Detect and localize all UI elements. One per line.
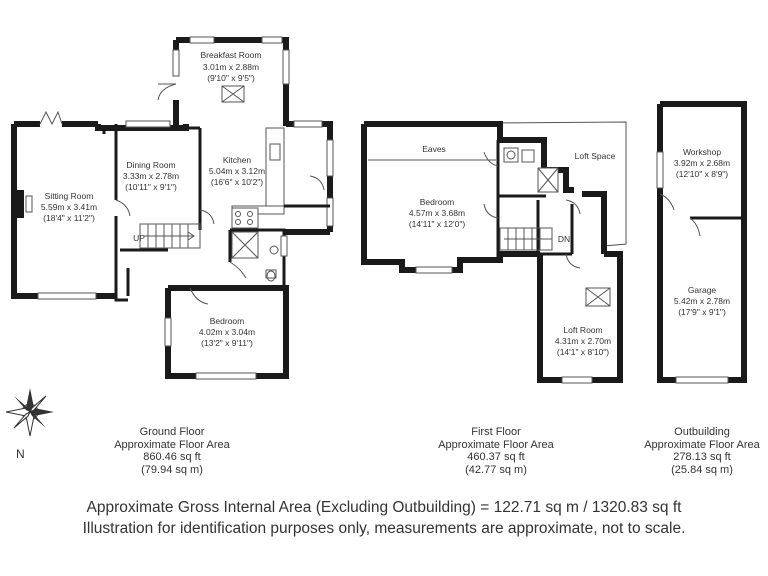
window [293, 120, 323, 128]
window [282, 49, 290, 85]
room-name-breakfast: Breakfast Room [201, 50, 262, 60]
room-imperial-first-bedroom: (14'11" x 12'0") [409, 219, 466, 229]
caption-subtitle: Approximate Floor Area [114, 438, 230, 451]
window [656, 151, 664, 189]
caption-sqm: (42.77 sq m) [465, 463, 527, 476]
window [415, 266, 453, 274]
fireplace [14, 190, 24, 218]
stair-label-up: UP [133, 233, 145, 243]
rooflight-icon [585, 287, 611, 307]
room-metric-sitting: 5.59m x 3.41m [41, 202, 97, 212]
window [195, 372, 257, 380]
door-swing [565, 253, 581, 269]
hob [231, 207, 259, 229]
room-name-eaves: Eaves [422, 144, 446, 154]
caption-title: Ground Floor [139, 426, 205, 438]
caption-subtitle: Approximate Floor Area [644, 438, 760, 451]
first-floor-plan [361, 121, 627, 384]
room-name-kitchen: Kitchen [223, 155, 252, 165]
caption-subtitle: Approximate Floor Area [438, 438, 554, 451]
room-name-loft-space: Loft Space [575, 151, 616, 161]
window [261, 36, 283, 44]
basin [269, 245, 279, 255]
outbuilding-plan [656, 101, 747, 384]
caption-title: Outbuilding [674, 426, 730, 438]
caption-sqm: (79.94 sq m) [141, 463, 203, 476]
window [172, 49, 180, 77]
window [280, 235, 288, 257]
window [326, 197, 334, 227]
window [125, 120, 171, 128]
room-metric-dining: 3.33m x 2.78m [123, 171, 179, 181]
room-metric-first-bedroom: 4.57m x 3.68m [409, 208, 465, 218]
door-swing [565, 199, 581, 215]
room-metric-ground-bedroom: 4.02m x 3.04m [199, 327, 255, 337]
window [164, 317, 172, 347]
room-imperial-workshop: (12'10" x 8'9") [676, 169, 728, 179]
room-name-first-bedroom: Bedroom [420, 197, 455, 207]
caption-sqft: 460.37 sq ft [467, 451, 525, 463]
door-swing [157, 83, 177, 101]
room-imperial-dining: (10'11" x 9'1") [125, 182, 177, 192]
first-floor-caption: First Floor Approximate Floor Area 460.3… [428, 426, 564, 476]
room-metric-breakfast: 3.01m x 2.88m [203, 62, 259, 72]
toilet [521, 149, 535, 163]
room-metric-kitchen: 5.04m x 3.12m [209, 166, 265, 176]
door-swing [689, 217, 701, 237]
room-metric-garage: 5.42m x 2.78m [674, 296, 730, 306]
room-imperial-garage: (17'9" x 9'1") [678, 307, 726, 317]
ground-floor-caption: Ground Floor Approximate Floor Area 860.… [104, 426, 240, 476]
window [675, 376, 729, 384]
basin [503, 147, 519, 163]
stair-label-dn: DN [558, 234, 570, 244]
room-name-ground-bedroom: Bedroom [210, 316, 245, 326]
room-imperial-breakfast: (9'10" x 9'5") [207, 73, 255, 83]
disclaimer-text: Illustration for identification purposes… [82, 520, 686, 537]
room-name-garage: Garage [688, 285, 717, 295]
staircase [139, 223, 201, 249]
door-swing [659, 193, 675, 211]
door-swing [189, 287, 209, 305]
room-name-loft-room: Loft Room [563, 325, 602, 335]
bifold-door [39, 110, 63, 126]
toilet [265, 269, 277, 279]
room-imperial-loft-room: (14'1" x 8'10") [557, 347, 609, 357]
kitchen-counter [265, 127, 285, 207]
door-swing [199, 209, 215, 225]
rooflight-icon [221, 85, 245, 103]
caption-title: First Floor [471, 426, 521, 438]
door-swing [483, 151, 499, 167]
compass-north-label: N [16, 447, 25, 461]
window [561, 376, 593, 384]
door-swing [309, 175, 325, 191]
room-imperial-sitting: (18'4" x 11'2") [43, 213, 95, 223]
room-imperial-ground-bedroom: (13'2" x 9'11") [201, 338, 253, 348]
caption-sqm: (25.84 sq m) [671, 463, 733, 476]
room-metric-loft-room: 4.31m x 2.70m [555, 336, 611, 346]
room-metric-workshop: 3.92m x 2.68m [674, 158, 730, 168]
caption-sqft: 860.46 sq ft [143, 451, 201, 463]
room-name-sitting: Sitting Room [45, 191, 94, 201]
outbuilding-caption: Outbuilding Approximate Floor Area 278.1… [636, 426, 768, 476]
caption-sqft: 278.13 sq ft [673, 451, 731, 463]
door-swing [229, 261, 247, 279]
gross-area-statement: Approximate Gross Internal Area (Excludi… [86, 499, 682, 516]
room-imperial-kitchen: (16'6" x 10'2") [211, 177, 263, 187]
window [37, 292, 97, 300]
compass-rose-icon [5, 388, 54, 437]
door-swing [115, 199, 131, 217]
window [326, 139, 334, 177]
door-swing [483, 203, 499, 219]
staircase [499, 227, 553, 251]
ground-floor-plan [11, 36, 334, 380]
room-name-dining: Dining Room [126, 160, 175, 170]
window [189, 36, 215, 44]
room-name-workshop: Workshop [683, 147, 721, 157]
